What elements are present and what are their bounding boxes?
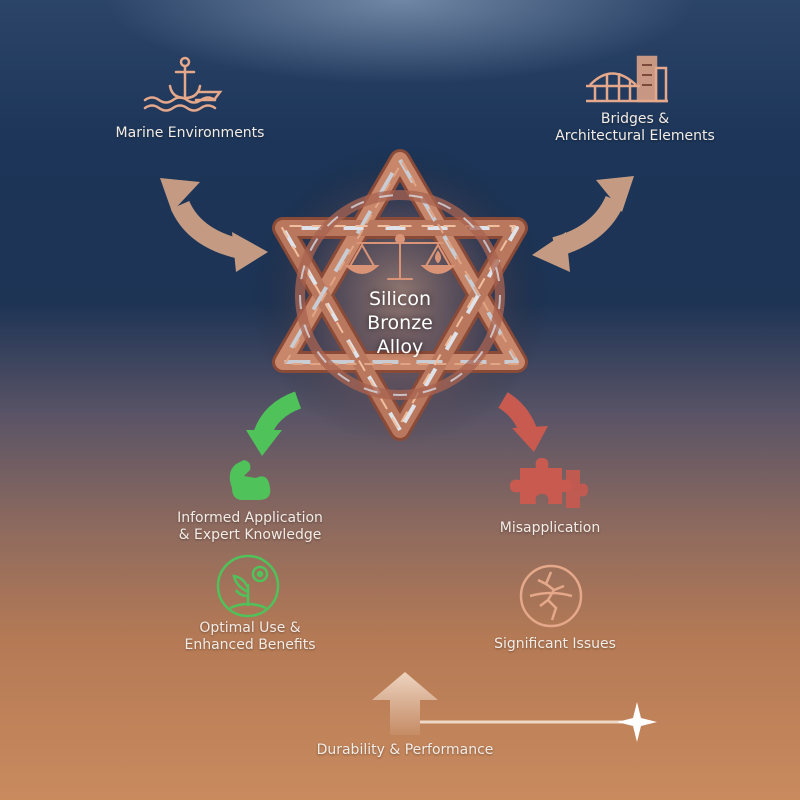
bridge-building-icon xyxy=(586,55,668,103)
optimal-label: Optimal Use & Enhanced Benefits xyxy=(160,620,340,654)
bridges-label-line-2: Architectural Elements xyxy=(555,128,715,144)
balance-scale-icon xyxy=(344,234,456,280)
sparkle-icon xyxy=(617,702,657,742)
double-arrow-marine xyxy=(160,178,268,272)
informed-label-line-1: Informed Application xyxy=(177,510,323,526)
issues-label: Significant Issues xyxy=(494,636,616,652)
arrow-misapplication xyxy=(498,392,548,452)
optimal-label-line-1: Optimal Use & xyxy=(199,620,301,636)
cracked-circle-icon xyxy=(519,564,583,628)
arrow-informed xyxy=(246,391,302,456)
center-label-line-2: Bronze xyxy=(367,312,433,334)
flexed-arm-icon xyxy=(229,460,271,500)
bridges-label: Bridges & Architectural Elements xyxy=(540,111,730,145)
center-label-line-3: Alloy xyxy=(376,336,424,358)
durability-axis xyxy=(160,672,622,735)
bridges-label-line-1: Bridges & xyxy=(600,111,670,127)
optimal-label-line-2: Enhanced Benefits xyxy=(184,637,316,653)
misapplication-label: Misapplication xyxy=(499,520,601,536)
informed-label-line-2: & Expert Knowledge xyxy=(178,527,322,543)
informed-label: Informed Application & Expert Knowledge xyxy=(160,510,340,544)
double-arrow-bridges xyxy=(532,176,634,272)
center-label-line-1: Silicon xyxy=(368,288,431,310)
marine-label: Marine Environments xyxy=(115,125,265,141)
durability-label: Durability & Performance xyxy=(316,742,494,758)
braided-star-knot xyxy=(272,149,528,441)
plant-gear-icon xyxy=(216,554,280,618)
center-label: Silicon Bronze Alloy xyxy=(330,287,470,359)
anchor-waves-icon xyxy=(143,56,223,112)
puzzle-piece-icon xyxy=(510,458,588,508)
